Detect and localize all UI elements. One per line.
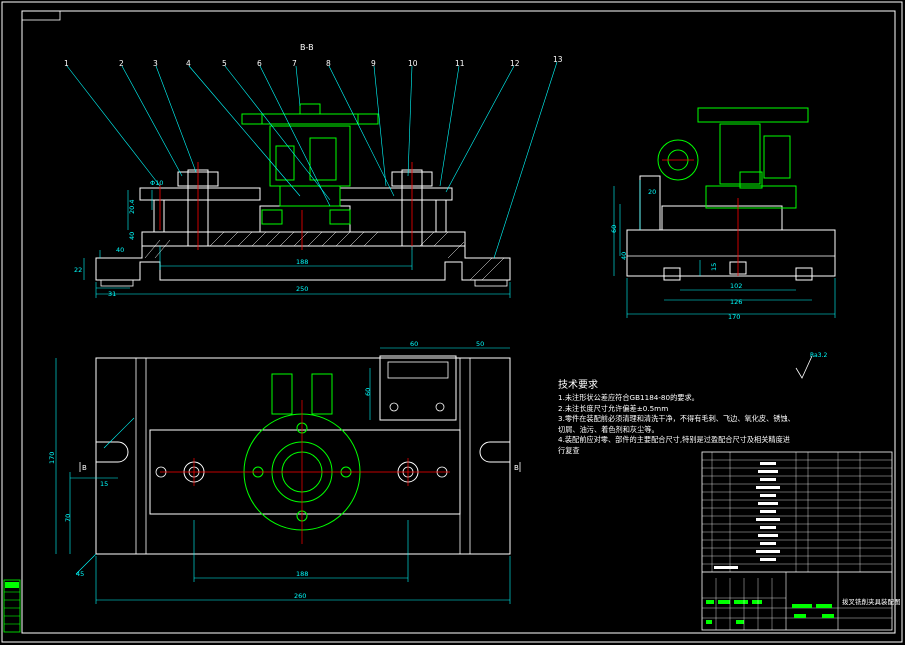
callout-4: 4	[186, 59, 191, 68]
plan-view: 60 50 60 170 70 15 188 260 45 B B	[48, 340, 521, 604]
tech-requirements: 技术要求 1.未注形状公差应符合GB1184-80的要求。 2.未注长度尺寸允许…	[558, 376, 888, 457]
dim-plan-60a: 60	[410, 340, 418, 348]
roughness-symbol: Ra3.2	[795, 352, 827, 379]
dim-plan-170: 170	[48, 452, 56, 464]
callout-6: 6	[257, 59, 262, 68]
roughness-value: Ra3.2	[810, 352, 827, 359]
tech-item-3: 3.零件在装配前必须清理和清洗干净，不得有毛刺、飞边、氧化皮、锈蚀、	[558, 414, 795, 424]
callout-10: 10	[408, 59, 418, 68]
left-revision-strip	[3, 579, 21, 633]
dim-side-170: 170	[728, 313, 740, 321]
dim-side-15: 15	[710, 263, 718, 271]
tech-item-2: 2.未注长度尺寸允许偏差±0.5mm	[558, 403, 669, 413]
callout-2: 2	[119, 59, 124, 68]
dim-plan-188: 188	[296, 570, 308, 578]
drawing-name: 拨叉铣削夹具装配图	[842, 597, 901, 606]
section-mark-b-right: B	[514, 464, 519, 472]
inner-frame	[21, 10, 896, 634]
callout-13: 13	[553, 55, 563, 64]
dim-front-250: 250	[296, 285, 308, 293]
tech-item-3b: 切屑、油污、着色剂和灰尘等。	[558, 424, 659, 434]
section-label: B-B	[300, 43, 314, 52]
callout-7: 7	[292, 59, 297, 68]
dim-front-phi10: Φ10	[150, 179, 163, 187]
tech-item-1: 1.未注形状公差应符合GB1184-80的要求。	[558, 393, 699, 402]
dim-plan-70: 70	[64, 514, 72, 522]
dim-front-40: 40	[116, 246, 124, 254]
callout-12: 12	[510, 59, 520, 68]
tech-title: 技术要求	[558, 380, 598, 391]
dim-front-22: 22	[74, 266, 82, 274]
front-section-view: B-B	[64, 43, 563, 298]
dim-plan-60b: 60	[364, 388, 372, 396]
section-mark-b-left: B	[82, 464, 87, 472]
callout-1: 1	[64, 59, 69, 68]
dim-plan-50: 50	[476, 340, 484, 348]
title-block: 拨叉铣削夹具装配图	[701, 451, 901, 631]
dim-front-40b: 40	[128, 232, 136, 240]
tech-item-4b: 行复查	[558, 445, 580, 455]
dim-plan-260: 260	[294, 592, 306, 600]
dim-side-126: 126	[730, 298, 742, 306]
callout-8: 8	[326, 59, 331, 68]
dim-front-188: 188	[296, 258, 308, 266]
dim-plan-45: 45	[76, 570, 84, 578]
dim-front-20-4: 20.4	[128, 200, 136, 214]
dim-front-31: 31	[108, 290, 116, 298]
side-view: 20 60 40 15 102 126 170	[610, 107, 836, 321]
dim-plan-15: 15	[100, 480, 108, 488]
callout-5: 5	[222, 59, 227, 68]
dim-side-102: 102	[730, 282, 742, 290]
callout-11: 11	[455, 59, 465, 68]
corner-tag	[21, 10, 61, 21]
dim-side-60: 60	[610, 225, 618, 233]
tech-item-4: 4.装配前应对零、部件的主要配合尺寸,特别是过盈配合尺寸及相关精度进	[558, 435, 790, 445]
dim-side-20: 20	[648, 188, 656, 196]
dim-side-40: 40	[620, 252, 628, 260]
callout-9: 9	[371, 59, 376, 68]
callout-3: 3	[153, 59, 158, 68]
